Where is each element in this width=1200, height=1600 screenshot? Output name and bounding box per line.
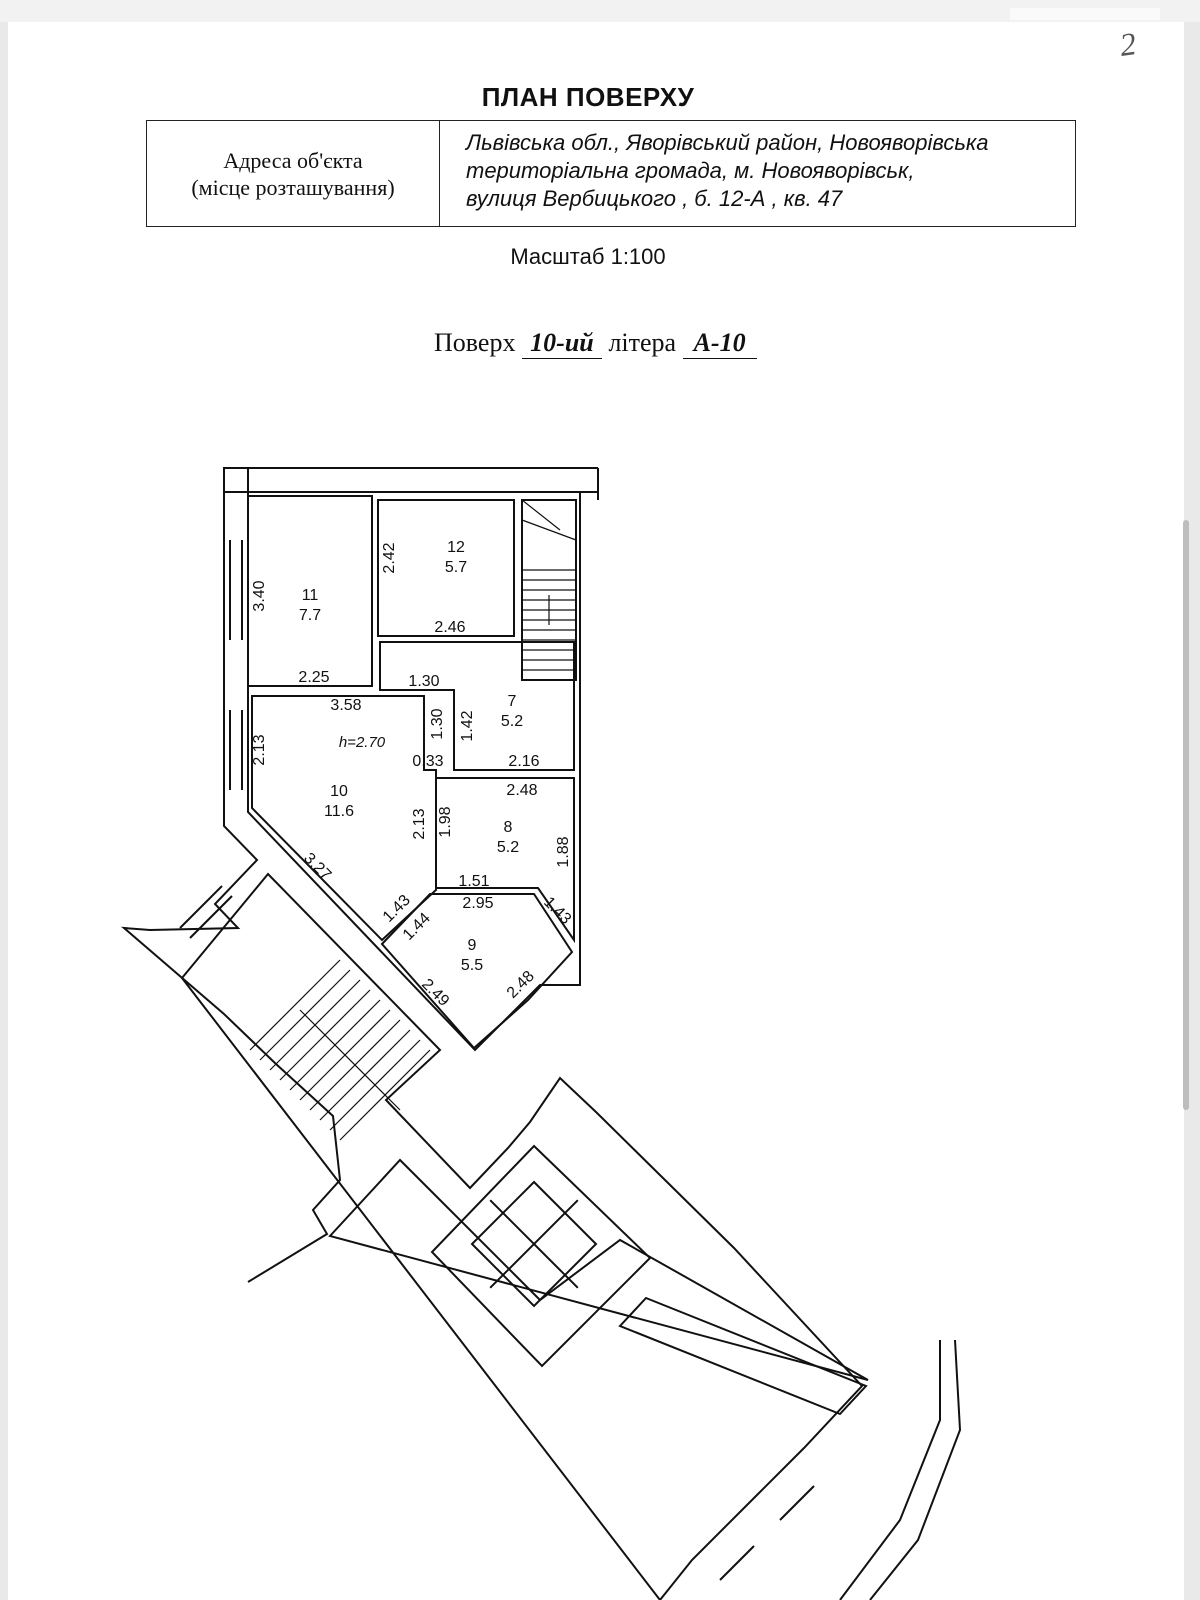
- room-8-number: 8: [504, 819, 513, 836]
- document-sheet: [8, 22, 1184, 1600]
- ceiling-height: h=2.70: [339, 734, 386, 751]
- room-labels: 11 7.7 12 5.7 7 5.2 10 11.6 8 5.2 9 5.5 …: [299, 539, 523, 974]
- room-9-outline: [380, 893, 574, 1050]
- dim-label: 3.40: [251, 580, 268, 611]
- apartment-stair-steps: [521, 499, 577, 671]
- room-12-outline: [377, 499, 515, 637]
- dim-label: 2.25: [298, 669, 329, 686]
- dim-label: 3.58: [330, 697, 361, 714]
- address-label-cell: Адреса об'єкта (місце розташування): [147, 121, 440, 226]
- room-10-area: 11.6: [324, 803, 354, 820]
- page-title: ПЛАН ПОВЕРХУ: [481, 82, 695, 112]
- dim-label: 1.30: [429, 708, 446, 739]
- dim-label: 1.98: [437, 806, 454, 837]
- window-corridor-b: [189, 895, 233, 939]
- top-bar-ghost: [1010, 8, 1160, 20]
- address-value-line3: вулиця Вербицького , б. 12-А , кв. 47: [466, 186, 843, 211]
- room-11-number: 11: [302, 587, 319, 604]
- floor-value: 10-ий: [521, 328, 602, 359]
- dim-label: 2.48: [504, 968, 538, 1002]
- apartment-outer-wall: [121, 467, 598, 1283]
- room-12-area: 5.7: [445, 559, 467, 576]
- corridor-niche: [618, 1296, 868, 1416]
- room-12-number: 12: [447, 539, 465, 556]
- window-corridor-d: [719, 1545, 755, 1581]
- dim-label: 1.44: [400, 910, 434, 944]
- letter-label: літера: [608, 328, 677, 357]
- dim-label: 2.42: [381, 542, 398, 573]
- corridor-inner: [328, 1158, 869, 1381]
- floor-line: Поверх 10-ий літера А-10: [434, 328, 757, 359]
- corner-column: [223, 467, 249, 493]
- curved-outer-wall: [839, 1340, 941, 1600]
- address-label-line2: (місце розташування): [191, 174, 395, 200]
- dim-label: 2.95: [462, 895, 493, 912]
- common-stair-steps: [249, 959, 431, 1141]
- address-value-line1: Львівська обл., Яворівський район, Новоя…: [466, 130, 989, 155]
- room-7-number: 7: [508, 693, 517, 710]
- room-8-area: 5.2: [497, 839, 519, 856]
- room-9-area: 5.5: [461, 957, 483, 974]
- room-7-outline: [379, 641, 575, 771]
- room-8-outline: [435, 777, 575, 944]
- room-11-area: 7.7: [299, 607, 321, 624]
- floor-label: Поверх: [434, 328, 516, 357]
- room-10-number: 10: [330, 783, 348, 800]
- curved-outer-wall-2: [869, 1339, 962, 1600]
- dim-label: 2.13: [411, 808, 428, 839]
- dim-label: 1.88: [555, 836, 572, 867]
- dim-label: 1.42: [459, 710, 476, 741]
- dim-label: 2.13: [251, 734, 268, 765]
- address-value-line2: територіальна громада, м. Новояворівськ,: [466, 158, 915, 183]
- address-table: Адреса об'єкта (місце розташування) Льві…: [146, 120, 1076, 227]
- scrollbar[interactable]: [1183, 520, 1189, 1110]
- plan-walls: [121, 467, 962, 1600]
- dim-label: 2.48: [506, 782, 537, 799]
- window-corridor-a: [179, 885, 223, 929]
- address-value-cell: Львівська обл., Яворівський район, Новоя…: [440, 121, 1075, 226]
- address-label-line1: Адреса об'єкта: [223, 147, 363, 173]
- top-bar: [0, 0, 1200, 22]
- corridor-outline: [180, 872, 864, 1600]
- room-11-outline: [247, 495, 373, 687]
- dim-label: 2.46: [434, 619, 465, 636]
- window-corridor-c: [779, 1485, 815, 1521]
- dim-label: 1.43: [380, 892, 414, 926]
- dim-label: 3.27: [300, 850, 334, 884]
- room-7-area: 5.2: [501, 713, 523, 730]
- dim-label: 0.33: [412, 753, 443, 770]
- room-9-number: 9: [468, 937, 477, 954]
- dim-label: 2.16: [508, 753, 539, 770]
- elevator-x-2: [489, 1199, 579, 1289]
- letter-value: А-10: [682, 328, 757, 359]
- dim-label: 1.51: [458, 873, 489, 890]
- scale-text: Масштаб 1:100: [510, 244, 666, 269]
- dim-label: 1.30: [408, 673, 439, 690]
- dim-label: 2.49: [418, 976, 452, 1010]
- elevator-shaft: [470, 1180, 598, 1308]
- elevator-block-outer: [430, 1144, 652, 1368]
